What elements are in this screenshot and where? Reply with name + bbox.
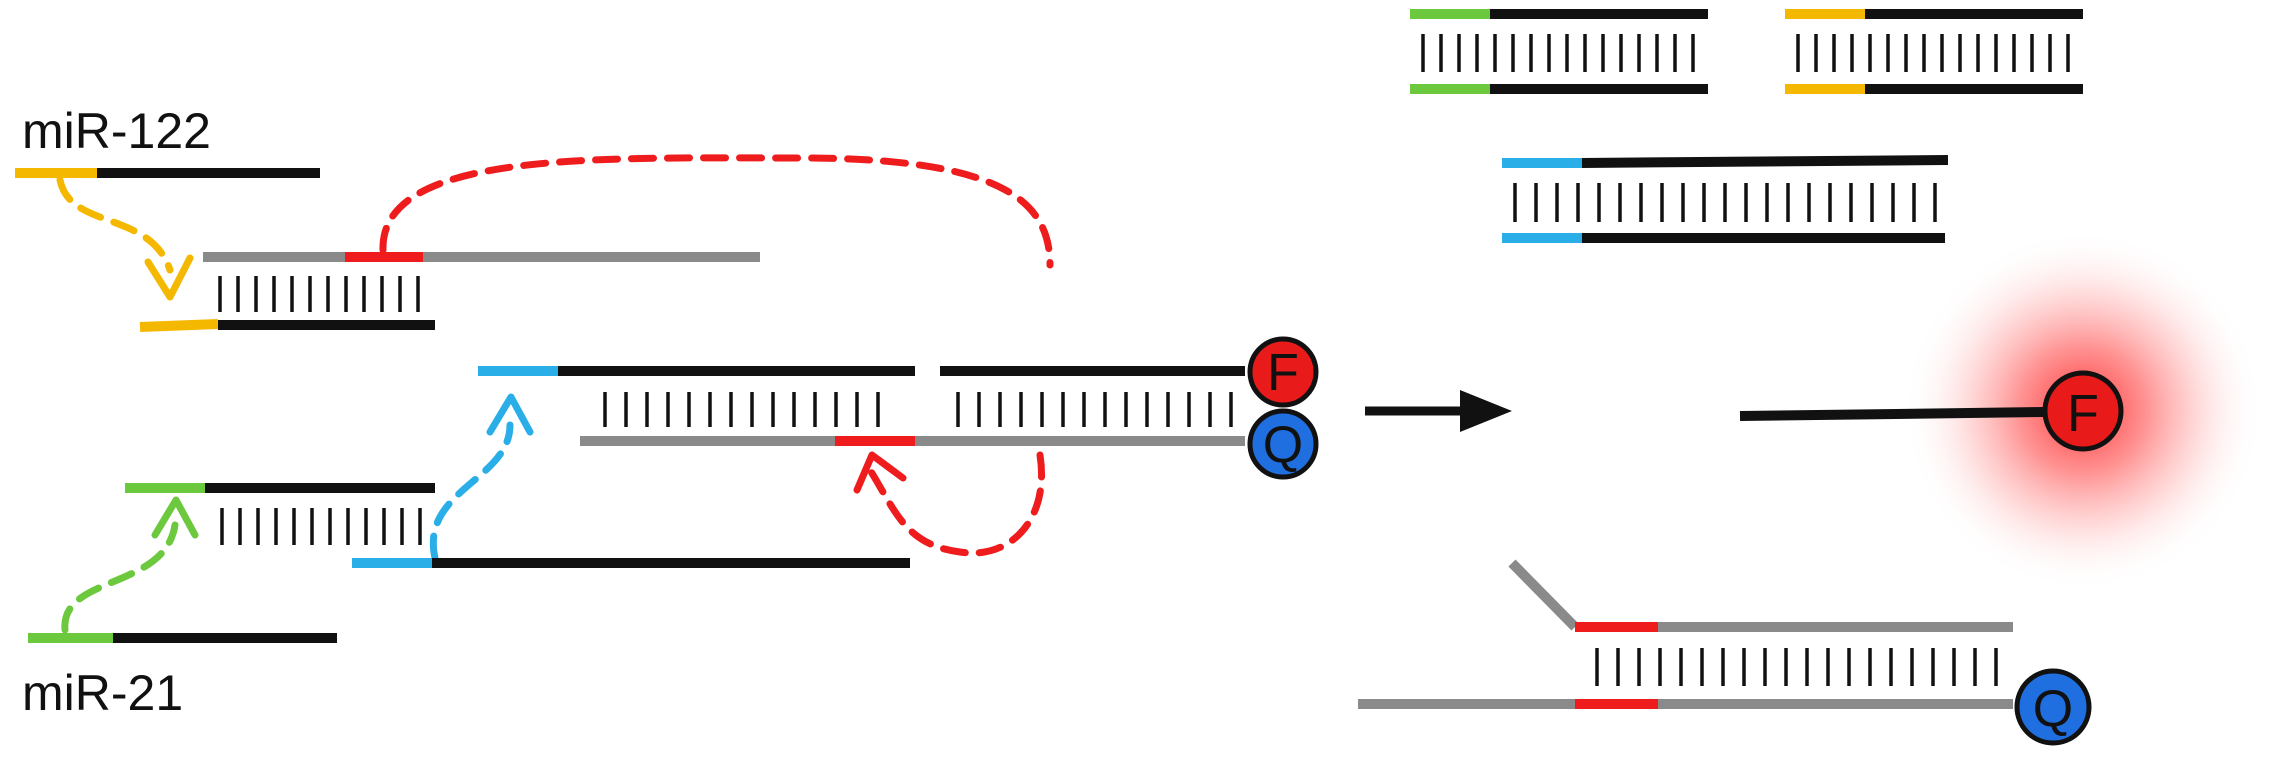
quencher-waste-duplex <box>1358 559 2013 709</box>
toehold-displacement-arrow <box>429 393 534 562</box>
red-release-arrow-bottom <box>853 451 1045 557</box>
reporter-quencher: Q <box>1247 408 1319 480</box>
svg-text:F: F <box>2067 385 2099 443</box>
reaction-arrow <box>1365 390 1512 432</box>
reporter-duplex <box>478 366 1245 446</box>
released-fluorophore: F <box>2042 370 2124 452</box>
reporter-fluorophore: F <box>1247 336 1319 408</box>
mir21-binding-arrow <box>61 496 199 634</box>
product-duplex-mir21 <box>1410 9 1708 94</box>
svg-text:F: F <box>1267 344 1299 402</box>
product-duplex-blue <box>1502 155 1949 243</box>
waste-quencher: Q <box>2014 668 2092 746</box>
mir122-binding-arrow <box>56 176 194 301</box>
svg-text:Q: Q <box>1263 416 1303 474</box>
red-release-arrow-top <box>379 154 1054 269</box>
svg-text:Q: Q <box>2033 680 2073 738</box>
product-duplex-mir122 <box>1785 9 2083 94</box>
mir21-gate-duplex <box>125 483 910 568</box>
mir122-gate-duplex <box>139 252 760 332</box>
released-fluorophore-strand <box>1739 407 2046 421</box>
mir122-label: miR-122 <box>22 103 211 159</box>
mir21-label: miR-21 <box>22 665 183 721</box>
